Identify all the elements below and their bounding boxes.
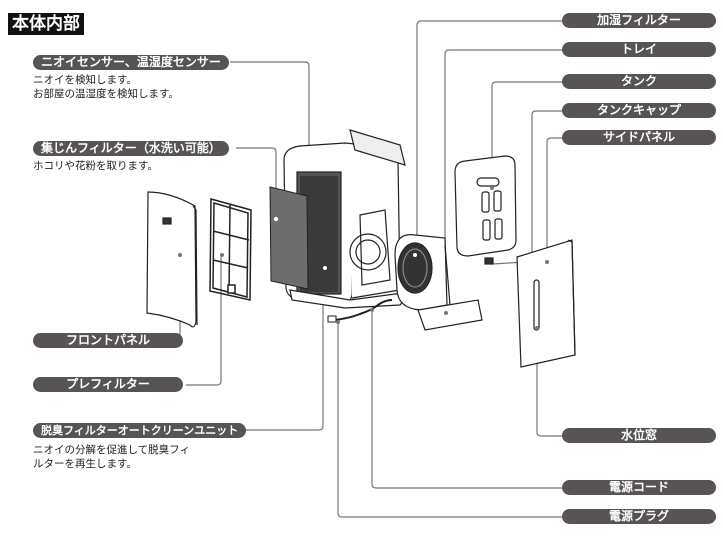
leader-humidify-filter: [416, 20, 563, 255]
humidify-filter-illustration: [394, 234, 448, 311]
tray-illustration: [417, 244, 483, 331]
leader-power-cord: [371, 312, 563, 489]
leader-lines: [179, 20, 563, 518]
label-power-plug: 電源プラグ: [562, 509, 716, 524]
power-cord-illustration: [327, 299, 393, 324]
label-side-panel: サイドパネル: [562, 130, 716, 145]
desc-deodorize-line2: ルターを再生します。: [33, 458, 137, 470]
page-title: 本体内部: [8, 13, 84, 35]
label-front-panel: フロントパネル: [33, 333, 183, 348]
leader-sensor: [230, 61, 310, 150]
leader-dust-filter: [236, 147, 277, 218]
label-humidify-filter: 加湿フィルター: [562, 13, 716, 28]
label-dust-filter: 集じんフィルター（水洗い可能）: [33, 141, 229, 156]
leader-power-plug: [337, 320, 563, 518]
tank-illustration: [454, 155, 517, 265]
label-deodorize-autoclean-unit: 脱臭フィルターオートクリーンユニット: [33, 423, 247, 438]
prefilter-illustration: [209, 198, 252, 301]
desc-sensor-line2: お部屋の温湿度を検知します。: [33, 88, 179, 100]
label-odor-humidity-sensor: ニオイセンサー、温湿度センサー: [33, 55, 229, 70]
leader-prefilter: [186, 255, 222, 386]
desc-dust-filter: ホコリや花粉を取ります。: [33, 160, 158, 172]
desc-deodorize-line1: ニオイの分解を促進して脱臭フィ: [33, 444, 190, 456]
label-power-cord: 電源コード: [562, 480, 716, 495]
leader-water-window: [536, 330, 563, 437]
leader-tank: [491, 81, 563, 185]
dust-filter-illustration: [269, 186, 309, 290]
label-water-level-window: 水位窓: [562, 428, 716, 443]
label-tray: トレイ: [562, 42, 716, 57]
main-body-illustration: [283, 129, 412, 309]
leader-tray: [444, 49, 563, 313]
desc-sensor-line1: ニオイを検知します。: [33, 74, 137, 86]
label-tank-cap: タンクキャップ: [562, 103, 716, 118]
front-panel-illustration: [146, 191, 198, 328]
leader-side-panel: [546, 137, 563, 262]
leader-deodorize: [238, 268, 324, 431]
label-tank: タンク: [562, 74, 716, 89]
side-panel-illustration: [516, 239, 576, 368]
label-prefilter: プレフィルター: [33, 377, 183, 392]
